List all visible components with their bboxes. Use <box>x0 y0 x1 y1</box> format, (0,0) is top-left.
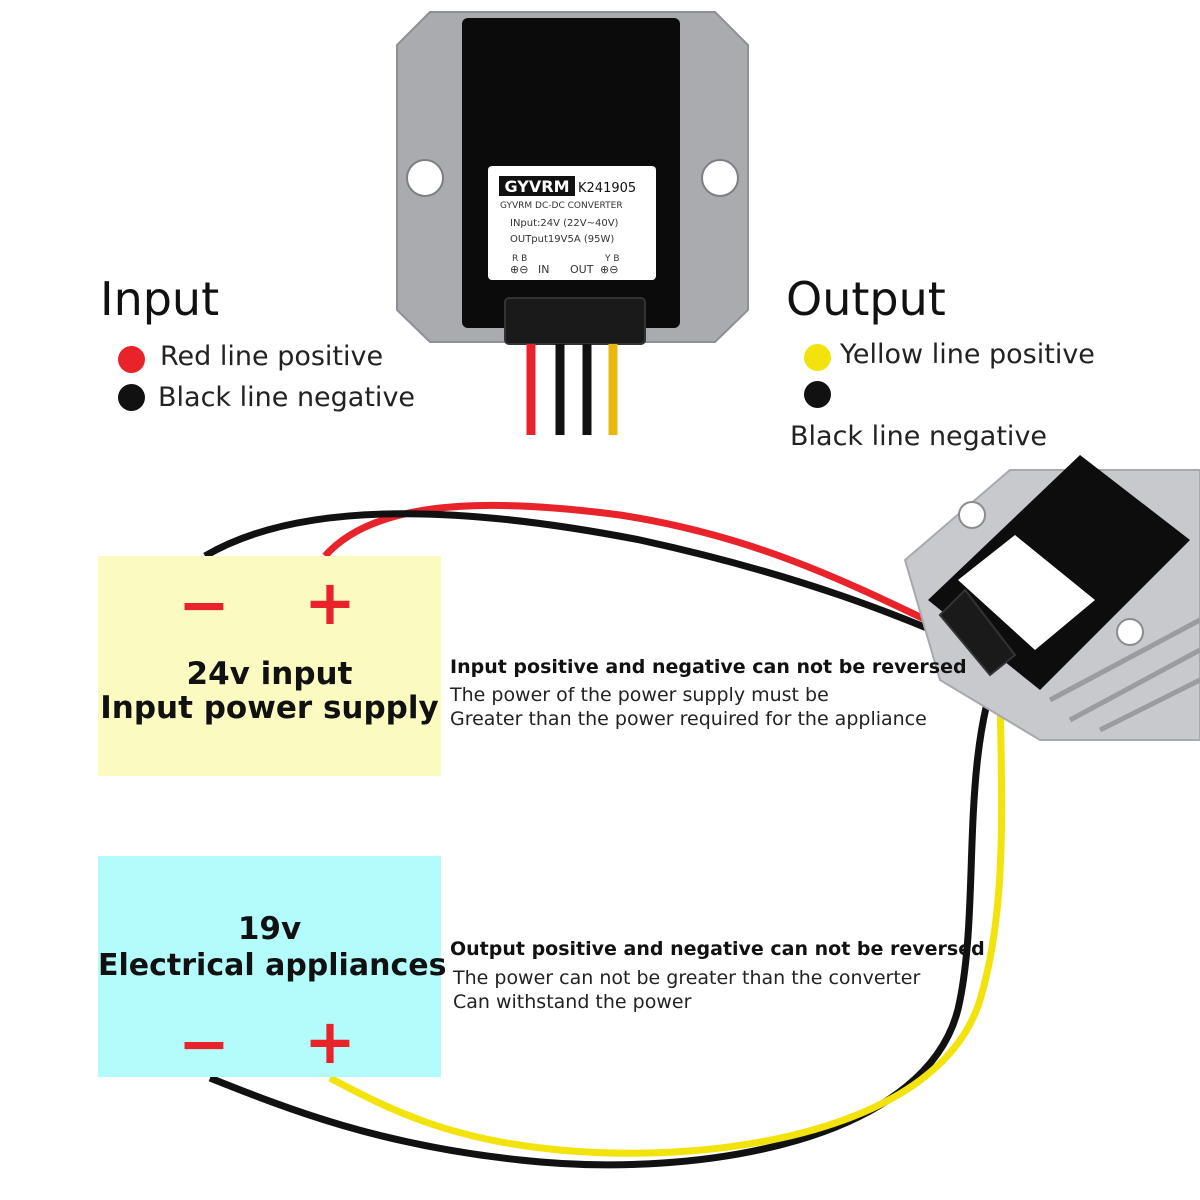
input-legend-black-label: Black line negative <box>158 382 416 413</box>
top-converter-brand-badge <box>499 176 575 196</box>
input-box-voltage: 24v input <box>186 656 353 692</box>
side-converter-module <box>903 455 1200 741</box>
output-legend-black-label: Black line negative <box>790 421 1048 452</box>
top-converter-model: K241905 <box>578 181 636 196</box>
input-legend-red-label: Red line positive <box>160 341 384 372</box>
side-converter-mount-hole-bottom <box>1116 618 1144 646</box>
output-plus-sign: + <box>304 1005 356 1078</box>
side-converter-fins <box>1048 617 1200 733</box>
input-box-label: Input power supply <box>100 690 439 726</box>
top-converter-in-pins: R B <box>512 254 527 264</box>
side-converter-label <box>958 535 1095 650</box>
top-converter-module: GYVRM K241905 GYVRM DC-DC CONVERTER INpu… <box>396 11 749 435</box>
output-warning-line-2: Can withstand the power <box>453 991 692 1013</box>
top-converter-out-terminals: ⊕⊖ <box>600 263 618 276</box>
top-converter-brand: GYVRM <box>505 177 570 196</box>
side-converter-connector <box>938 588 1017 677</box>
output-box-voltage: 19v <box>237 911 302 947</box>
input-warning-line-1: The power of the power supply must be <box>450 684 829 706</box>
side-converter-mount-hole-top <box>958 501 986 529</box>
top-converter-output-spec: OUTput19V5A (95W) <box>510 234 614 245</box>
input-power-supply-box: − + 24v input Input power supply <box>98 556 441 776</box>
input-minus-sign: − <box>178 568 230 641</box>
top-converter-in-terminals: ⊕⊖ <box>510 263 528 276</box>
top-converter-left-mount-hole <box>406 159 444 197</box>
top-converter-out-text: OUT <box>570 263 594 276</box>
black-dot-icon <box>118 384 145 411</box>
output-legend-yellow-label: Yellow line positive <box>840 339 1095 370</box>
output-black-wire <box>208 660 1004 1169</box>
output-yellow-wire <box>328 664 1006 1157</box>
output-appliance-box: 19v Electrical appliances − + <box>98 856 447 1080</box>
input-warning-title: Input positive and negative can not be r… <box>450 656 967 678</box>
top-converter-out-pins: Y B <box>604 254 620 264</box>
black-dot-icon <box>804 381 831 408</box>
red-dot-icon <box>118 346 145 373</box>
output-heading: Output <box>786 272 946 326</box>
input-heading: Input <box>100 272 220 326</box>
output-warning-line-1: The power can not be greater than the co… <box>453 967 921 989</box>
yellow-dot-icon <box>804 344 831 371</box>
top-converter-connector <box>504 297 646 345</box>
input-black-wire <box>203 510 992 659</box>
output-minus-sign: − <box>178 1007 230 1080</box>
top-converter-type: GYVRM DC-DC CONVERTER <box>500 201 623 211</box>
top-converter-in-text: IN <box>538 263 549 276</box>
input-plus-sign: + <box>304 566 356 639</box>
top-converter-right-mount-hole <box>701 159 739 197</box>
top-converter-input-spec: INput:24V (22V~40V) <box>510 218 619 229</box>
output-box-label: Electrical appliances <box>98 948 447 983</box>
input-warning-line-2: Greater than the power required for the … <box>450 708 927 730</box>
output-warning-title: Output positive and negative can not be … <box>450 938 985 960</box>
input-red-wire <box>322 501 992 654</box>
